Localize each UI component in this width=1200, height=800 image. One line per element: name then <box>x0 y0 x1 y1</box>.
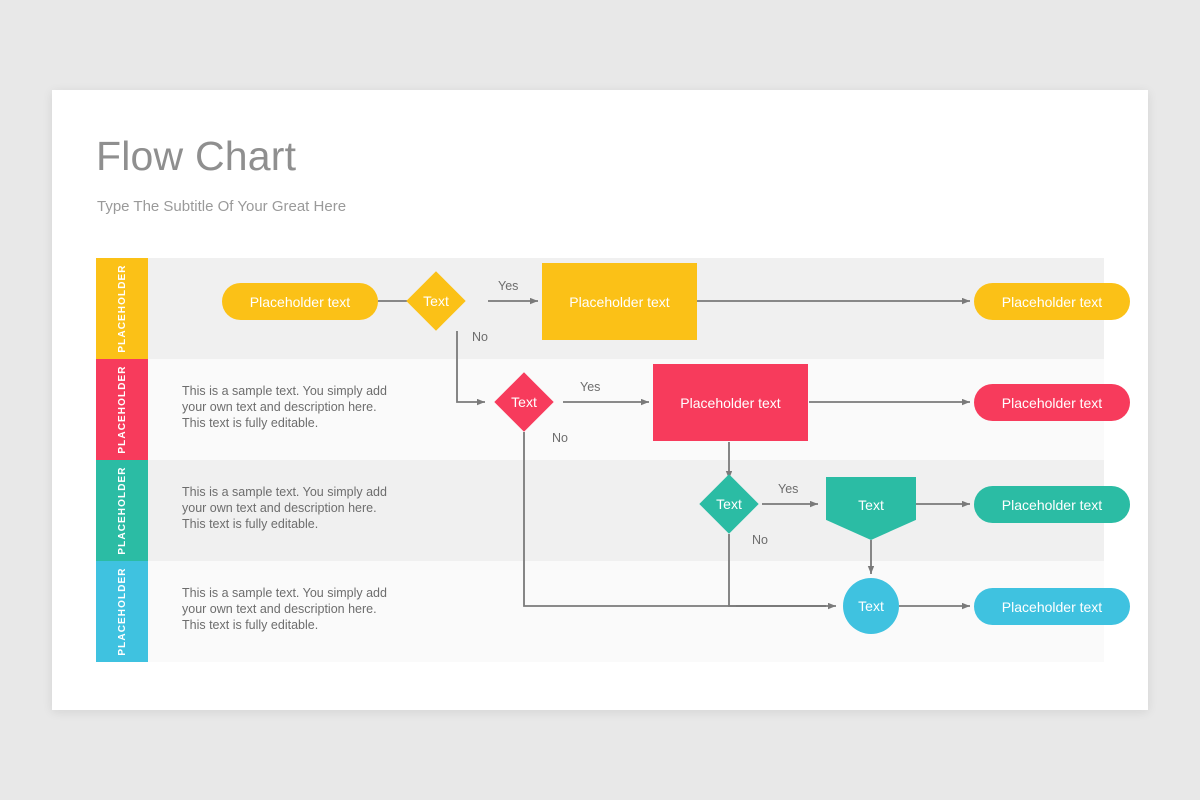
row-description: This is a sample text. You simply add yo… <box>182 586 387 632</box>
shape-diamond-yellow[interactable]: Text <box>406 271 466 331</box>
shape-label: Placeholder text <box>249 293 351 310</box>
shape-label: Placeholder text <box>1001 394 1103 411</box>
page-subtitle: Type The Subtitle Of Your Great Here <box>97 198 347 215</box>
edge-label-yes: Yes <box>498 279 519 293</box>
row-band-label: PLACEHOLDER <box>116 466 128 555</box>
slide-card: Flow Chart Type The Subtitle Of Your Gre… <box>52 90 1148 710</box>
shape-rect-pink[interactable]: Placeholder text <box>653 364 808 441</box>
shape-label: Placeholder text <box>1001 598 1103 615</box>
shape-label: Placeholder text <box>569 293 670 310</box>
row-description: This is a sample text. You simply add yo… <box>182 485 387 531</box>
shape-label: Text <box>858 497 884 513</box>
page-title: Flow Chart <box>96 133 297 179</box>
shape-pill-yellow-end[interactable]: Placeholder text <box>974 283 1130 320</box>
shape-label: Placeholder text <box>680 394 781 411</box>
edge-label-no: No <box>752 533 768 547</box>
row-band-yellow: PLACEHOLDER <box>96 258 148 359</box>
flow-row-pink[interactable]: PLACEHOLDER This is a sample text. You s… <box>96 359 1104 460</box>
shape-label: Text <box>858 598 884 614</box>
row-band-cyan: PLACEHOLDER <box>96 561 148 662</box>
shape-label: Text <box>511 394 537 410</box>
shape-label: Text <box>716 496 742 512</box>
shape-pill-pink-end[interactable]: Placeholder text <box>974 384 1130 421</box>
row-band-teal: PLACEHOLDER <box>96 460 148 561</box>
edge-label-yes: Yes <box>778 482 799 496</box>
flow-row-teal[interactable]: PLACEHOLDER This is a sample text. You s… <box>96 460 1104 561</box>
edge-label-yes: Yes <box>580 380 601 394</box>
edge-label-no: No <box>552 431 568 445</box>
shape-pill-cyan-end[interactable]: Placeholder text <box>974 588 1130 625</box>
row-band-label: PLACEHOLDER <box>116 264 128 353</box>
row-band-label: PLACEHOLDER <box>116 567 128 656</box>
row-band-pink: PLACEHOLDER <box>96 359 148 460</box>
shape-diamond-pink[interactable]: Text <box>494 372 554 432</box>
shape-label: Placeholder text <box>1001 293 1103 310</box>
shape-pill-teal-end[interactable]: Placeholder text <box>974 486 1130 523</box>
shape-label: Placeholder text <box>1001 496 1103 513</box>
shape-circle-cyan[interactable]: Text <box>843 578 899 634</box>
row-description: This is a sample text. You simply add yo… <box>182 384 387 430</box>
flow-row-cyan[interactable]: PLACEHOLDER This is a sample text. You s… <box>96 561 1104 662</box>
shape-rect-yellow[interactable]: Placeholder text <box>542 263 697 340</box>
edge-label-no: No <box>472 330 488 344</box>
row-band-label: PLACEHOLDER <box>116 365 128 454</box>
shape-label: Text <box>423 293 449 309</box>
shape-pill-yellow-start[interactable]: Placeholder text <box>222 283 378 320</box>
shape-diamond-teal[interactable]: Text <box>699 474 759 534</box>
flow-chart-diagram: PLACEHOLDER PLACEHOLDER This is a sample… <box>96 258 1130 662</box>
